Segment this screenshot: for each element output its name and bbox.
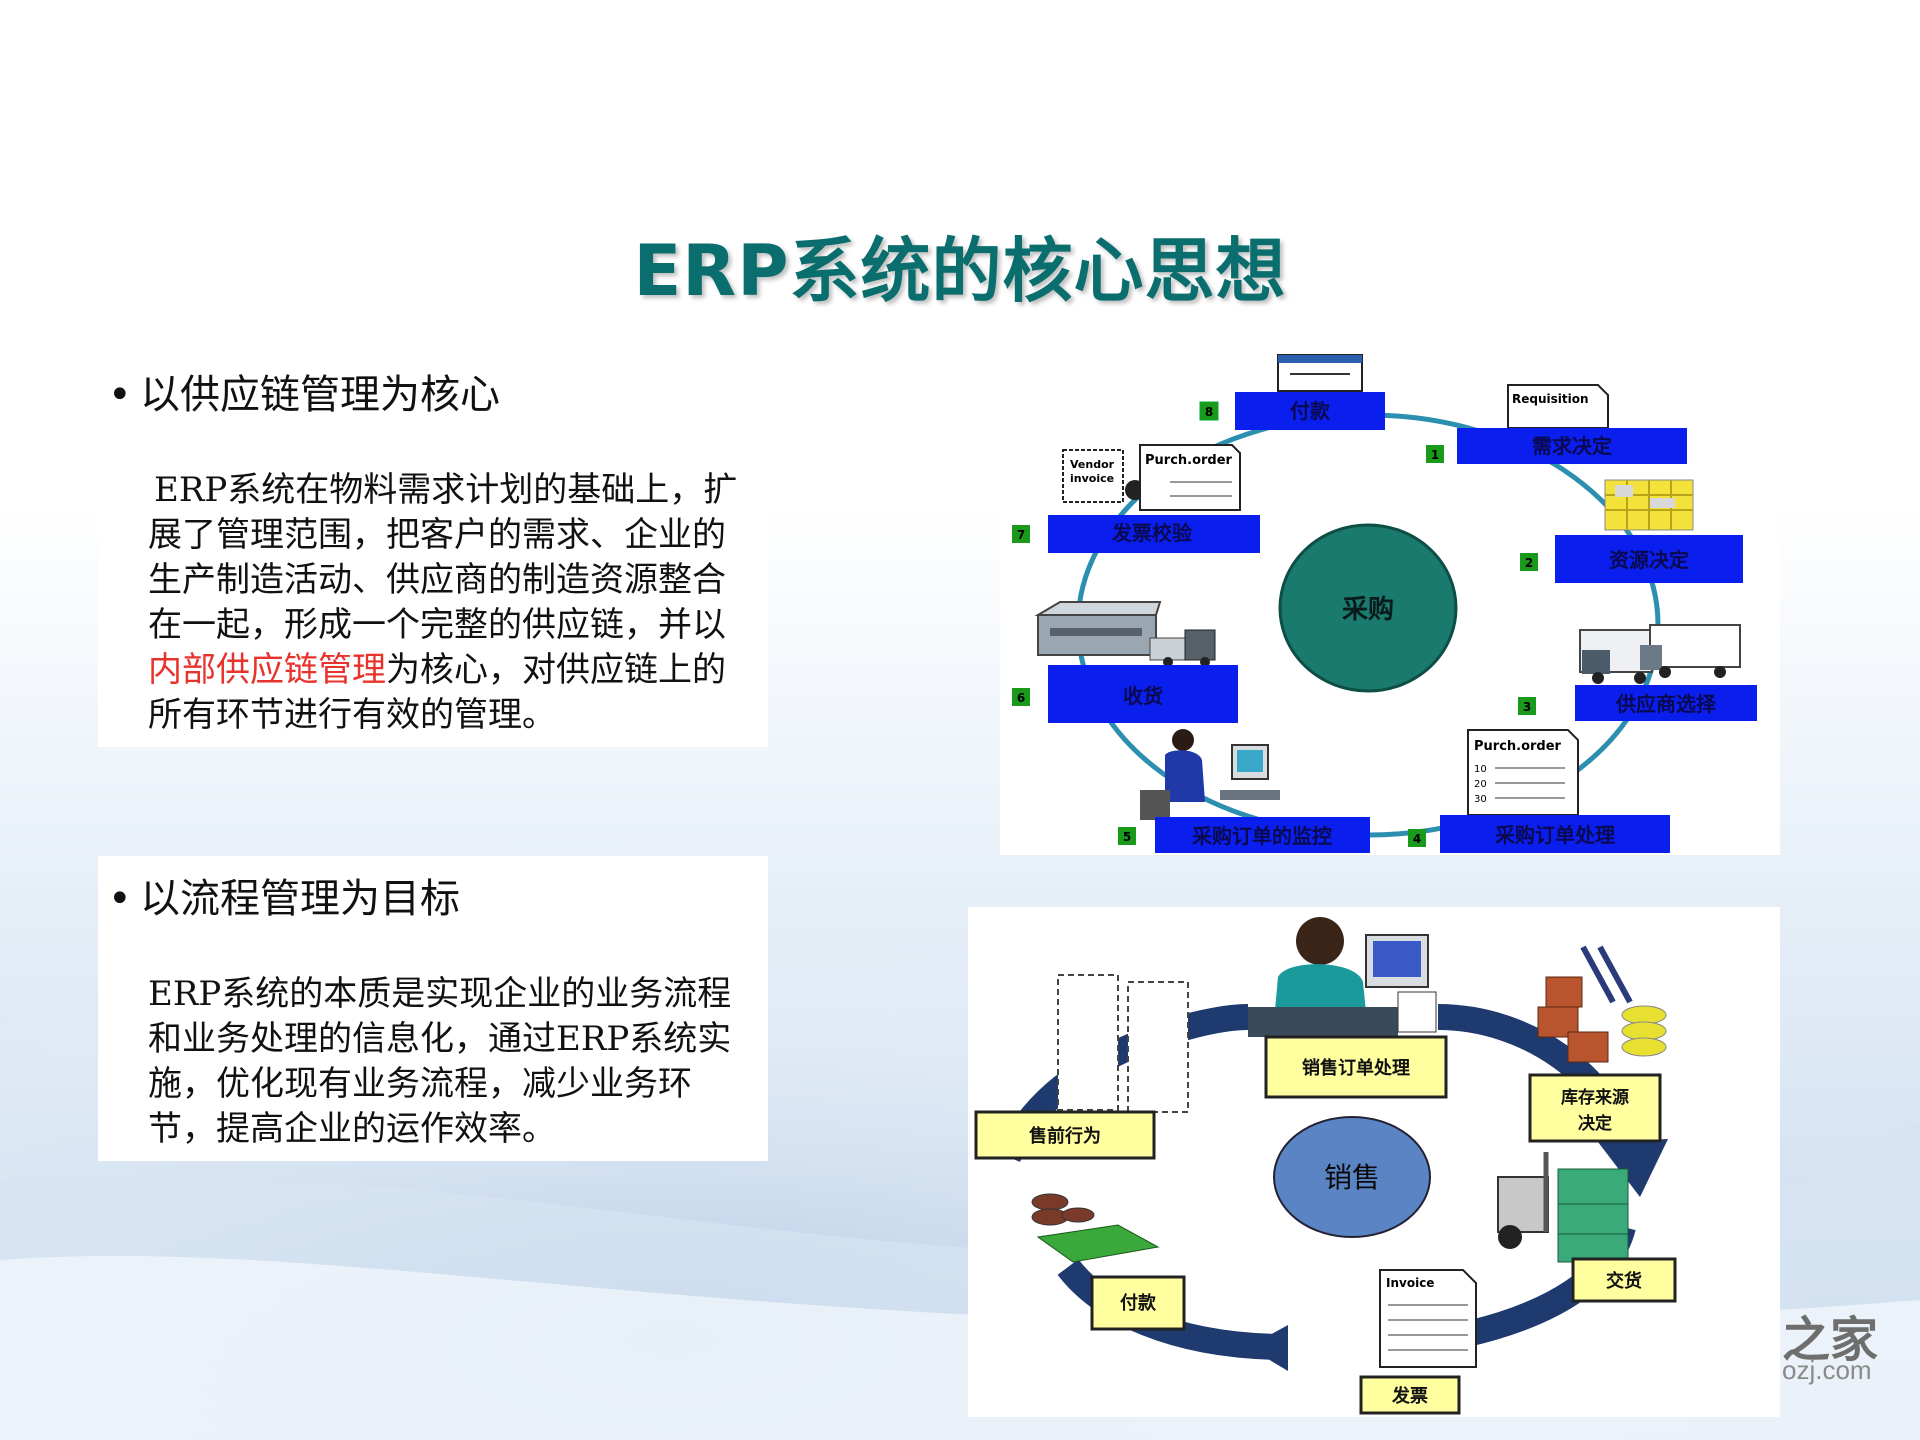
purchase-step-2: 资源决定 2 bbox=[1520, 535, 1743, 583]
forklift-icon bbox=[1497, 1152, 1629, 1263]
slide-title: ERP系统的核心思想 bbox=[633, 230, 1287, 312]
purch-order-doc-icon-bottom: Purch.order 10 20 30 bbox=[1467, 729, 1579, 816]
section1-bullet: •以供应链管理为核心 bbox=[108, 362, 500, 420]
sales-cycle-svg: 销售 bbox=[974, 917, 1677, 1415]
section2-text: ERP系统的本质是实现企业的业务流程和业务处理的信息化，通过ERP系统实施，优化… bbox=[148, 974, 732, 1149]
sales-center-circle bbox=[1273, 1116, 1431, 1238]
section1-text-b: 为核心，对供应链上的所有环节进行有效的管理。 bbox=[148, 650, 726, 735]
section1-box bbox=[98, 355, 768, 747]
step-number: 5 bbox=[1123, 830, 1131, 844]
vendor-trucks-icon bbox=[1579, 624, 1741, 684]
line-20: 20 bbox=[1474, 779, 1487, 790]
purchase-step-1: 需求决定 1 bbox=[1426, 428, 1687, 464]
step-label: 资源决定 bbox=[1609, 548, 1689, 572]
step-label: 决定 bbox=[1578, 1113, 1612, 1134]
bullet-dot-icon: • bbox=[108, 372, 132, 418]
section1-highlight: 内部供应链管理 bbox=[148, 650, 386, 690]
step-number: 3 bbox=[1523, 700, 1531, 714]
step-label: 售前行为 bbox=[1029, 1125, 1101, 1147]
warehouse-truck-icon bbox=[1034, 601, 1216, 667]
vendor-label: Vendor bbox=[1070, 458, 1115, 471]
sales-center-label: 销售 bbox=[1324, 1161, 1380, 1194]
section2-box bbox=[98, 856, 768, 1161]
step-label: 采购订单的监控 bbox=[1192, 824, 1332, 848]
step-number: 1 bbox=[1431, 448, 1439, 462]
purchase-step-4: 采购订单处理 4 bbox=[1408, 815, 1670, 853]
line-30: 30 bbox=[1474, 794, 1487, 805]
step-label: 付款 bbox=[1120, 1292, 1157, 1314]
section2-bullet: •以流程管理为目标 bbox=[108, 866, 460, 924]
watermark-text-top: 之家 bbox=[1782, 1314, 1879, 1367]
resource-blocks-icon bbox=[1604, 479, 1694, 531]
invoice-label: invoice bbox=[1070, 472, 1114, 485]
sales-step-order-processing: 销售订单处理 bbox=[1264, 1035, 1448, 1099]
purchase-center-circle bbox=[1278, 523, 1458, 693]
sales-diagram: 销售 bbox=[968, 907, 1780, 1417]
section1-heading: 以供应链管理为核心 bbox=[140, 372, 500, 418]
section1-text-a: ERP系统在物料需求计划的基础上，扩展了管理范围，把客户的需求、企业的生产制造活… bbox=[148, 470, 738, 645]
purchase-step-3: 供应商选择 3 bbox=[1518, 685, 1757, 721]
line-10: 10 bbox=[1474, 764, 1487, 775]
arrow-head-left bbox=[1248, 1325, 1288, 1371]
boxes-coins-icon bbox=[1537, 945, 1667, 1063]
invoice-doc-icon: Invoice bbox=[1379, 1269, 1477, 1368]
purchase-cycle-svg: 采购 Requisition Vendor invoice Purch.orde… bbox=[1012, 354, 1757, 853]
step-number: 4 bbox=[1413, 832, 1421, 846]
purchase-step-6: 收货 6 bbox=[1012, 665, 1238, 723]
section2-paragraph: ERP系统的本质是实现企业的业务流程和业务处理的信息化，通过ERP系统实施，优化… bbox=[148, 972, 758, 1152]
watermark-text-bottom: ozj.com bbox=[1782, 1355, 1872, 1385]
purchase-center-label: 采购 bbox=[1342, 595, 1394, 625]
step-number: 8 bbox=[1205, 405, 1213, 419]
vendor-invoice-doc-icon: Vendor invoice bbox=[1062, 449, 1145, 503]
sales-step-delivery: 交货 bbox=[1571, 1257, 1677, 1303]
purchase-step-8: 付款 8 bbox=[1199, 392, 1385, 430]
invoice-doc-label: Invoice bbox=[1386, 1276, 1434, 1290]
purchase-step-7: 发票校验 7 bbox=[1012, 515, 1260, 553]
mail-stack-icon bbox=[1057, 974, 1189, 1113]
step-label: 销售订单处理 bbox=[1302, 1057, 1410, 1079]
requisition-doc-icon: Requisition bbox=[1507, 384, 1609, 429]
step-label: 发票校验 bbox=[1111, 521, 1192, 545]
purch-order-doc-icon-top: Purch.order bbox=[1139, 444, 1241, 511]
sales-operator-icon bbox=[1248, 917, 1437, 1037]
step-label: 供应商选择 bbox=[1615, 692, 1717, 716]
section1-paragraph: ERP系统在物料需求计划的基础上，扩展了管理范围，把客户的需求、企业的生产制造活… bbox=[148, 468, 758, 738]
purchase-step-5: 采购订单的监控 5 bbox=[1118, 817, 1370, 853]
sales-step-inventory-source: 库存来源 决定 bbox=[1528, 1073, 1662, 1143]
step-number: 7 bbox=[1017, 528, 1025, 542]
step-label: 库存来源 bbox=[1561, 1087, 1629, 1108]
section2-heading: 以流程管理为目标 bbox=[140, 876, 460, 922]
purchase-diagram: 采购 Requisition Vendor invoice Purch.orde… bbox=[1000, 350, 1780, 855]
operator-computer-icon bbox=[1140, 729, 1280, 820]
step-label: 发票 bbox=[1391, 1385, 1428, 1407]
sales-step-invoice: 发票 bbox=[1359, 1375, 1461, 1415]
money-coins-icon bbox=[1031, 1193, 1160, 1263]
bullet-dot-icon: • bbox=[108, 876, 132, 922]
step-label: 收货 bbox=[1123, 684, 1163, 708]
sales-step-presales: 售前行为 bbox=[974, 1110, 1156, 1160]
step-number: 2 bbox=[1525, 556, 1533, 570]
purch-order-label-bottom: Purch.order bbox=[1474, 739, 1562, 754]
step-label: 采购订单处理 bbox=[1495, 823, 1615, 847]
step-label: 付款 bbox=[1290, 399, 1331, 423]
sales-step-payment: 付款 bbox=[1090, 1275, 1186, 1331]
requisition-label: Requisition bbox=[1512, 392, 1589, 406]
step-label: 需求决定 bbox=[1532, 434, 1612, 458]
purch-order-label-top: Purch.order bbox=[1145, 453, 1233, 468]
payment-check-icon bbox=[1277, 354, 1363, 392]
step-number: 6 bbox=[1017, 691, 1025, 705]
arrow-head-right bbox=[1598, 1139, 1668, 1197]
step-label: 交货 bbox=[1606, 1270, 1642, 1292]
